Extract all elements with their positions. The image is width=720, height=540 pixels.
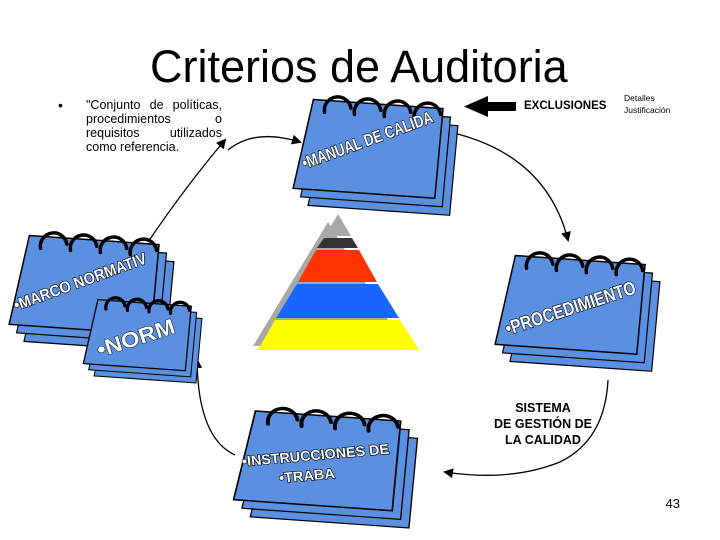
quality-pyramid — [253, 214, 419, 350]
justification-line: Justificación — [624, 105, 671, 115]
calendar-procedimiento: •PROCEDIMIENTO — [494, 251, 661, 372]
cycle-arrow-left-top — [147, 138, 227, 243]
cycle-arrow-top-left — [227, 134, 302, 151]
page-number: 43 — [665, 496, 680, 511]
exclusions-label: EXCLUSIONES — [524, 100, 607, 112]
pyramid-level-2 — [317, 238, 358, 248]
calendar-norm: •NORM — [82, 296, 203, 384]
calendar-manual: •MANUAL DE CALIDA — [292, 95, 459, 216]
slide-title: Criterios de Auditoria — [150, 41, 568, 92]
system-line-1: SISTEMA — [515, 401, 571, 415]
pyramid-level-5 — [258, 320, 419, 350]
definition-text: "Conjunto de políticas, procedimientos o… — [86, 98, 222, 154]
quality-system-label: SISTEMA DE GESTIÓN DE LA CALIDAD — [478, 400, 608, 448]
calendar-instrucciones: •INSTRUCCIONES DE •TRABA — [232, 406, 419, 529]
binder-rings — [524, 251, 645, 277]
pyramid-level-3 — [298, 250, 377, 282]
calendar-label-instrucciones-2: •TRABA — [278, 467, 336, 487]
pyramid-level-1 — [325, 214, 351, 236]
binder-rings — [104, 296, 192, 316]
details-line: Detalles — [624, 93, 655, 103]
binder-rings — [322, 95, 443, 121]
cycle-arrow-top-right — [439, 129, 571, 242]
binder-rings — [265, 406, 401, 433]
pyramid-level-4 — [276, 284, 399, 318]
binder-rings — [38, 231, 159, 257]
cycle-arrow-bottom-left — [192, 358, 236, 456]
exclusions-arrow — [464, 96, 516, 117]
cycle-arrow-right-bottom — [443, 379, 609, 479]
system-line-3: LA CALIDAD — [505, 433, 581, 447]
system-line-2: DE GESTIÓN DE — [494, 417, 592, 431]
details-note: Detalles Justificación — [624, 92, 670, 116]
bullet-marker: • — [58, 97, 63, 113]
